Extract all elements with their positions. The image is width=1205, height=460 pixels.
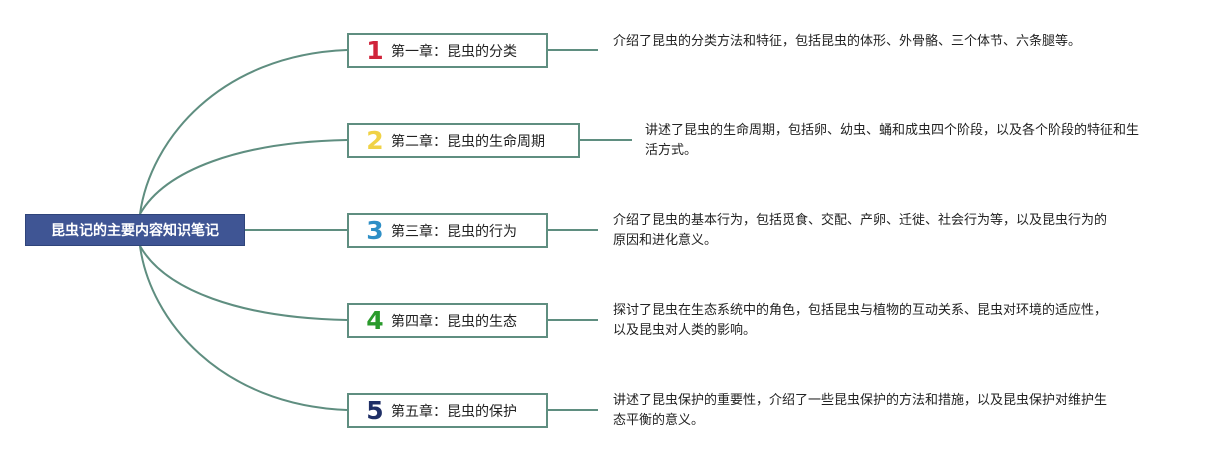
chapter-2-title: 第二章：昆虫的生命周期: [391, 133, 545, 150]
chapter-1-title: 第一章：昆虫的分类: [391, 43, 517, 60]
root-to-chapter-4-link: [139, 245, 348, 321]
root-to-chapter-2-link: [139, 139, 348, 215]
chapter-4-number: 4: [366, 306, 384, 335]
root-node[interactable]: 昆虫记的主要内容知识笔记: [25, 214, 245, 246]
chapter-3-node[interactable]: 3 第三章：昆虫的行为: [347, 213, 548, 248]
chapter-5-node[interactable]: 5 第五章：昆虫的保护: [347, 393, 548, 428]
chapter-4-title: 第四章：昆虫的生态: [391, 313, 517, 330]
chapter-2-description: 讲述了昆虫的生命周期，包括卵、幼虫、蛹和成虫四个阶段，以及各个阶段的特征和生活方…: [645, 123, 1140, 158]
root-to-chapter-1-link: [139, 49, 348, 215]
chapter-1-node[interactable]: 1 第一章：昆虫的分类: [347, 33, 548, 68]
chapter-3-number: 3: [366, 216, 384, 245]
root-to-chapter-5-link: [139, 245, 348, 411]
chapter-5-title: 第五章：昆虫的保护: [391, 403, 517, 420]
chapter-4-node[interactable]: 4 第四章：昆虫的生态: [347, 303, 548, 338]
chapter-4-description: 探讨了昆虫在生态系统中的角色，包括昆虫与植物的互动关系、昆虫对环境的适应性，以及…: [613, 303, 1108, 338]
chapter-3-title: 第三章：昆虫的行为: [391, 223, 517, 240]
chapter-5-description: 讲述了昆虫保护的重要性，介绍了一些昆虫保护的方法和措施，以及昆虫保护对维护生态平…: [613, 393, 1108, 428]
chapter-2-number: 2: [366, 126, 384, 155]
chapter-2-node[interactable]: 2 第二章：昆虫的生命周期: [347, 123, 580, 158]
chapter-5-number: 5: [366, 396, 384, 425]
chapter-1-number: 1: [366, 36, 384, 65]
chapter-1-description: 介绍了昆虫的分类方法和特征，包括昆虫的体形、外骨骼、三个体节、六条腿等。: [613, 34, 1082, 49]
chapter-3-description: 介绍了昆虫的基本行为，包括觅食、交配、产卵、迁徙、社会行为等，以及昆虫行为的原因…: [613, 213, 1108, 248]
